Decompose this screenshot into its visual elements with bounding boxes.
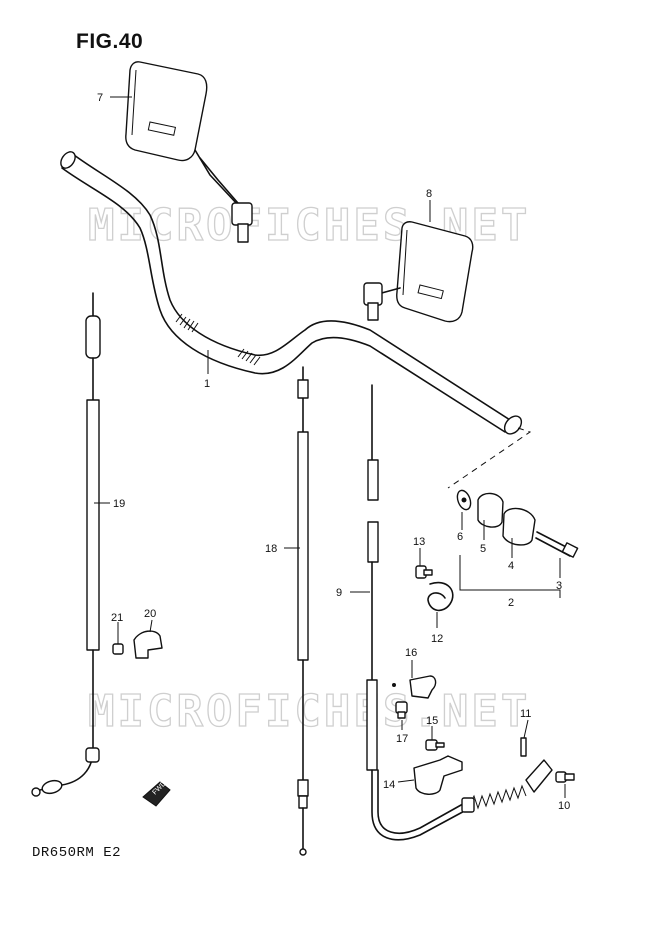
callout-2: 2 [508,597,514,609]
callout-21: 21 [111,612,123,624]
callout-4: 4 [508,560,514,572]
fwd-arrow-icon: FWD [142,780,171,807]
cable-19 [31,292,101,797]
leader-lines [94,96,566,798]
callout-8: 8 [426,188,432,200]
callout-19: 19 [113,498,125,510]
callout-20: 20 [144,608,156,620]
clip-12 [427,581,454,612]
screw-10 [555,771,575,783]
callout-9: 9 [336,587,342,599]
clamp-20 [133,630,163,659]
callout-14: 14 [383,779,395,791]
callout-17: 17 [396,733,408,745]
screw-17 [395,701,408,719]
bar-end-weight-assembly [456,489,579,598]
callouts: 7 8 1 19 18 9 6 5 4 3 2 13 12 16 17 15 1… [97,92,570,812]
bracket-14 [413,755,463,795]
callout-11: 11 [520,708,531,720]
callout-3: 3 [556,580,562,592]
mirror-right [363,221,474,323]
cable-18 [297,366,309,856]
callout-13: 13 [413,536,425,548]
callout-16: 16 [405,647,417,659]
bolt-13 [415,565,433,579]
callout-10: 10 [558,800,570,812]
cable-9 [366,384,553,841]
callout-18: 18 [265,543,277,555]
callout-6: 6 [457,531,463,543]
callout-15: 15 [426,715,438,727]
watermark-bottom: MICROFICHES.NET [88,686,530,737]
screw-21 [112,643,124,655]
mirror-left [125,61,253,243]
callout-12: 12 [431,633,443,645]
pin-11 [520,737,527,757]
clamp-16 [392,675,437,699]
model-code: DR650RM E2 [32,845,122,861]
figure-title: FIG.40 [76,30,144,53]
callout-7: 7 [97,92,103,104]
screw-15 [425,739,445,751]
callout-1: 1 [204,378,210,390]
callout-5: 5 [480,543,486,555]
handlebar [60,151,523,435]
